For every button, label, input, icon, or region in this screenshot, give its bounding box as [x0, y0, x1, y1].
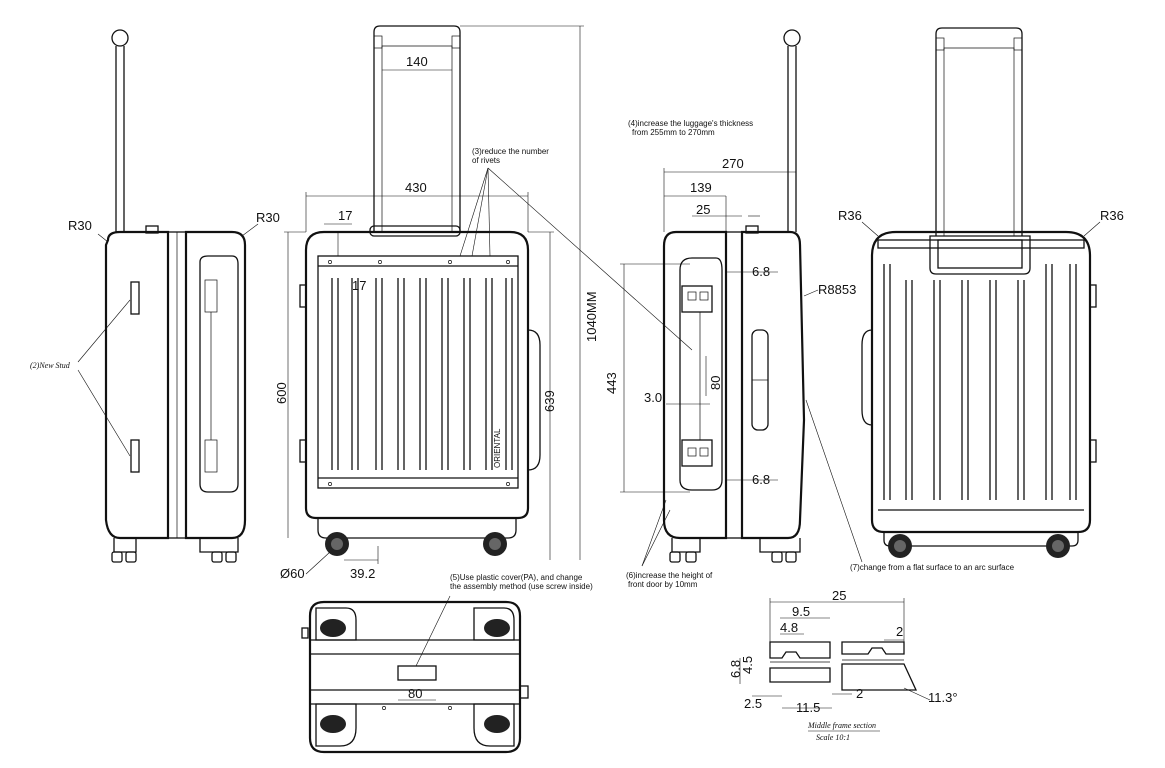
brand-logo-text: ORIENTAL: [493, 428, 502, 468]
dim-17-top: 17: [338, 208, 352, 223]
sec-4-5: 4.5: [740, 656, 755, 674]
dim-140: 140: [406, 54, 428, 69]
sec-2-bottom: 2: [856, 686, 863, 701]
dim-600: 600: [274, 382, 289, 404]
dim-80-bottom: 80: [408, 686, 422, 701]
dim-639: 639: [542, 390, 557, 412]
dim-80-hinge: 80: [708, 376, 723, 390]
dim-430: 430: [405, 180, 427, 195]
note-arc: (7)change from a flat surface to an arc …: [850, 563, 1015, 572]
sec-2-5: 2.5: [744, 696, 762, 711]
front-view: ORIENTAL 140 430 17 17 600 1040MM 639 Ø6…: [274, 25, 693, 581]
note-new-stud: (2)New Stud: [30, 361, 71, 370]
sec-4-8: 4.8: [780, 620, 798, 635]
sec-2-top: 2: [896, 624, 903, 639]
dim-r8853: R8853: [818, 282, 856, 297]
bottom-view: 80 (5)Use plastic cover(PA), and change …: [301, 573, 593, 754]
note-cover-1: (5)Use plastic cover(PA), and change: [450, 573, 583, 582]
side-view-right: 270 139 25 6.8 6.8 R8853 443 80 3.0 (4)i…: [604, 29, 1015, 589]
dim-6-8-bottom: 6.8: [752, 472, 770, 487]
dim-3-0: 3.0: [644, 390, 662, 405]
note-cover-2: the assembly method (use screw inside): [450, 582, 593, 591]
note-rivets-2: of rivets: [472, 156, 500, 165]
sec-9-5: 9.5: [792, 604, 810, 619]
dim-17-inner: 17: [352, 278, 366, 293]
dim-139: 139: [690, 180, 712, 195]
note-thickness-2: from 255mm to 270mm: [632, 128, 715, 137]
note-thickness-1: (4)increase the luggage's thickness: [628, 119, 753, 128]
dim-39-2: 39.2: [350, 566, 375, 581]
dim-6-8-top: 6.8: [752, 264, 770, 279]
side-view-left: R30 R30 (2)New Stud: [30, 29, 280, 563]
sec-25: 25: [832, 588, 846, 603]
dim-1040mm: 1040MM: [584, 291, 599, 342]
sec-6-8: 6.8: [728, 660, 743, 678]
sec-angle: 11.3°: [928, 690, 958, 705]
section-scale: Scale 10:1: [816, 733, 850, 742]
dim-r30-left: R30: [68, 218, 92, 233]
section-title: Middle frame section: [807, 721, 876, 730]
rear-view: R36 R36: [838, 27, 1124, 558]
dim-r36-left: R36: [838, 208, 862, 223]
note-door-1: (6)increase the height of: [626, 571, 713, 580]
dim-270: 270: [722, 156, 744, 171]
note-rivets-1: (3)reduce the number: [472, 147, 549, 156]
dim-r36-right: R36: [1100, 208, 1124, 223]
dim-r30-right: R30: [256, 210, 280, 225]
sec-11-5: 11.5: [796, 700, 820, 715]
dim-wheel-dia: Ø60: [280, 566, 305, 581]
dim-25: 25: [696, 202, 710, 217]
dim-443: 443: [604, 372, 619, 394]
middle-frame-section: 25 9.5 4.8 2 6.8 4.5 2.5 11.5 2 11.3° Mi…: [728, 588, 958, 742]
note-door-2: front door by 10mm: [628, 580, 698, 589]
